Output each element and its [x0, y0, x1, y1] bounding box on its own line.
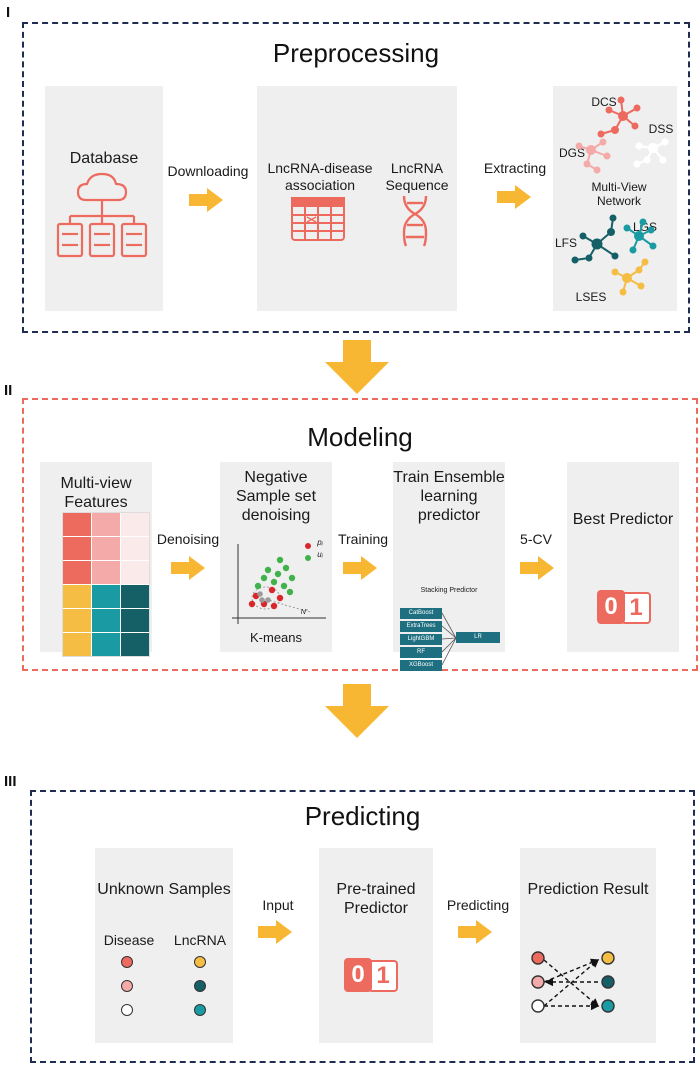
negative-sample-label: Negative Sample set denoising: [235, 469, 317, 525]
downloading-arrow-icon: [189, 188, 223, 212]
section-number-i: I: [6, 4, 11, 21]
unknown-samples-label: Unknown Samples: [97, 881, 231, 898]
model-box: XGBoost: [400, 660, 442, 671]
stacking-label: Stacking Predictor: [420, 587, 478, 594]
binary-one: 1: [368, 960, 398, 992]
kmeans-label: K-means: [249, 630, 303, 645]
big-down-arrow-icon: [325, 684, 389, 738]
matrix-cell: [121, 609, 149, 632]
denoising-arrow-icon: [171, 556, 205, 580]
negative-sample-panel: [220, 462, 332, 652]
section-number-ii: II: [4, 382, 13, 399]
n-prime-label: N': [300, 609, 308, 616]
big-down-arrow-icon: [325, 340, 389, 394]
matrix-cell: [63, 633, 91, 656]
matrix-cell: [63, 513, 91, 536]
binary-zero: 0: [344, 958, 372, 992]
binary-one: 1: [621, 592, 651, 624]
binary-output-icon: 0 1: [597, 590, 651, 624]
matrix-cell: [92, 609, 120, 632]
multi-view-network-graphic: [571, 96, 669, 296]
matrix-cell: [121, 585, 149, 608]
data-panel: [257, 86, 457, 311]
training-arrow-icon: [343, 556, 377, 580]
matrix-cell: [121, 633, 149, 656]
legend-u-label: uᵢ: [317, 550, 323, 559]
best-predictor-label: Best Predictor: [572, 511, 674, 528]
pretrained-panel: [319, 848, 433, 1043]
disease-node: [121, 980, 133, 992]
ensemble-label: Train Ensemble learning predictor: [393, 469, 505, 525]
legend-p-label: pᵢ: [317, 538, 323, 547]
result-label: Prediction Result: [527, 881, 649, 898]
section-number-iii: III: [4, 773, 17, 790]
sequence-label: LncRNA Sequence: [385, 160, 449, 193]
input-label: Input: [262, 897, 294, 913]
binary-zero: 0: [597, 590, 625, 624]
disease-node: [121, 1004, 133, 1016]
model-box: CatBoost: [400, 608, 442, 619]
modeling-title: Modeling: [307, 422, 413, 452]
database-panel: [45, 86, 163, 311]
dss-label: DSS: [648, 122, 674, 136]
denoising-label: Denoising: [156, 531, 220, 547]
preprocessing-section: Preprocessing: [22, 22, 690, 333]
matrix-cell: [121, 561, 149, 584]
pretrained-label: Pre-trained Predictor: [336, 881, 416, 918]
cv-label: 5-CV: [520, 531, 552, 547]
dna-icon: [402, 195, 428, 247]
features-label: Multi-view Features: [60, 475, 132, 512]
ensemble-panel: [393, 462, 505, 652]
lfs-label: LFS: [554, 236, 577, 250]
dgs-label: DGS: [558, 146, 585, 160]
matrix-cell: [92, 537, 120, 560]
disease-label: Disease: [103, 932, 155, 948]
extracting-arrow-icon: [497, 185, 531, 209]
table-icon: [291, 197, 345, 241]
matrix-cell: [63, 585, 91, 608]
predicting-label: Predicting: [446, 897, 510, 913]
lses-label: LSES: [575, 290, 607, 304]
preprocessing-title: Preprocessing: [272, 38, 440, 68]
database-icon: [56, 172, 148, 258]
scatter-plot-graphic: [232, 543, 326, 624]
downloading-label: Downloading: [167, 163, 249, 179]
unknown-samples-panel: [95, 848, 233, 1043]
disease-node: [121, 956, 133, 968]
lncrna-label: LncRNA: [173, 932, 227, 948]
cv-arrow-icon: [520, 556, 554, 580]
matrix-cell: [63, 609, 91, 632]
matrix-cell: [63, 561, 91, 584]
predicting-arrow-icon: [458, 920, 492, 944]
model-box: RF: [400, 647, 442, 658]
lncrna-node: [194, 956, 206, 968]
feature-matrix: [62, 512, 150, 657]
extracting-label: Extracting: [483, 160, 547, 176]
model-box: ExtraTrees: [400, 621, 442, 632]
modeling-section: Modeling: [22, 398, 698, 671]
input-arrow-icon: [258, 920, 292, 944]
dcs-label: DCS: [591, 95, 617, 109]
matrix-cell: [92, 633, 120, 656]
predicting-section: Predicting: [30, 790, 695, 1063]
prediction-links-graphic: [531, 951, 615, 1013]
matrix-cell: [121, 537, 149, 560]
matrix-cell: [63, 537, 91, 560]
lncrna-node: [194, 1004, 206, 1016]
multi-view-network-label: Multi-View Network: [591, 180, 647, 209]
matrix-cell: [92, 561, 120, 584]
database-label: Database: [69, 150, 139, 167]
lncrna-node: [194, 980, 206, 992]
matrix-cell: [121, 513, 149, 536]
matrix-cell: [92, 585, 120, 608]
association-label: LncRNA-disease association: [267, 160, 373, 193]
predicting-title: Predicting: [304, 801, 421, 831]
model-box: LightGBM: [400, 634, 442, 645]
training-label: Training: [337, 531, 389, 547]
stacking-connector-graphic: [442, 612, 457, 666]
matrix-cell: [92, 513, 120, 536]
meta-model-box: LR: [456, 632, 500, 643]
binary-output-icon: 0 1: [344, 958, 398, 992]
